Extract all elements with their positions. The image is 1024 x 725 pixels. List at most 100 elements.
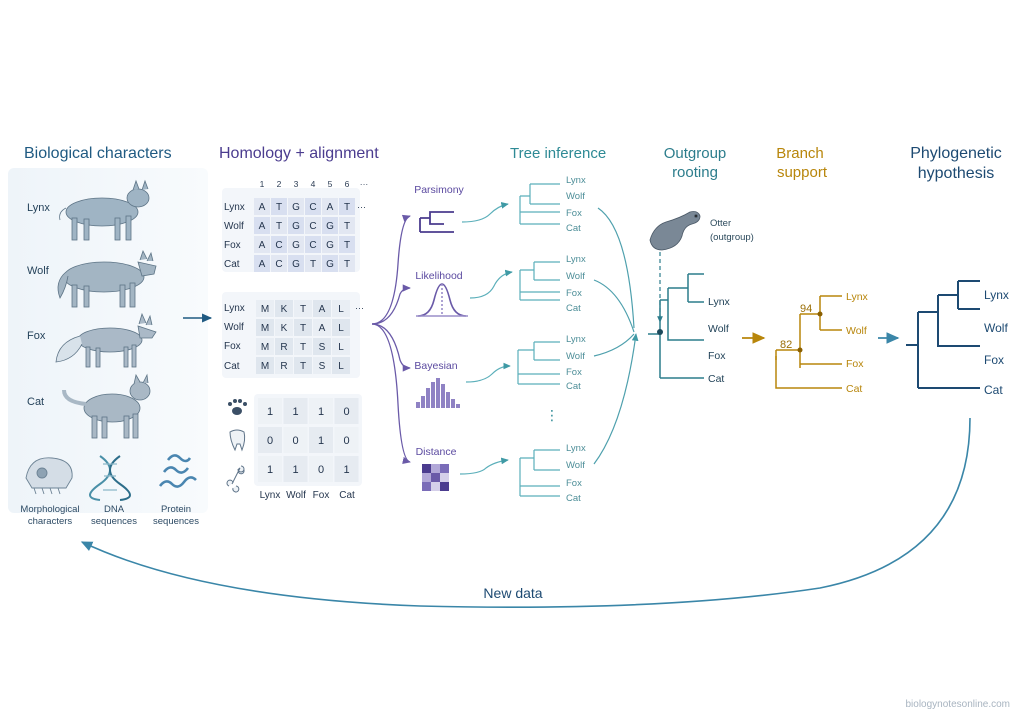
matrix-cell-bg	[309, 456, 333, 482]
support-value-upper: 94	[800, 303, 812, 315]
feedback-label: New data	[483, 585, 542, 601]
candidate-tree-tip-label: Wolf	[566, 271, 585, 282]
dna-cell-bg	[288, 217, 304, 234]
position-number: 1	[260, 179, 265, 189]
dna-base: C	[309, 202, 316, 213]
data-type-protein-line2: sequences	[153, 516, 199, 527]
support-tip-fox: Fox	[846, 358, 864, 370]
dna-cell-bg	[271, 236, 287, 253]
rooted-tip-cat: Cat	[708, 373, 724, 385]
tooth-icon	[229, 429, 246, 452]
outgroup-label: (outgroup)	[710, 232, 754, 243]
parsimony-tree-icon	[419, 211, 454, 233]
stage-title-branch-support-line2: support	[777, 164, 828, 181]
likelihood-curve-icon	[416, 283, 468, 317]
matrix-value: 1	[318, 406, 324, 418]
matrix-value: 1	[292, 406, 298, 418]
wolf-illustration-icon	[57, 249, 157, 308]
residue-cell-bg	[313, 319, 331, 336]
matrix-value: 0	[318, 464, 324, 476]
stage-title-outgroup-rooting-line2: rooting	[672, 164, 718, 181]
candidate-tree-tip-label: Lynx	[566, 443, 586, 454]
more-trees-ellipsis: ⋮	[545, 407, 559, 423]
candidate-tree-tip-label: Fox	[566, 208, 582, 219]
matrix-col-label-wolf: Wolf	[286, 490, 306, 501]
stage-title-branch-support-line1: Branch	[776, 145, 824, 162]
rooted-tip-fox: Fox	[708, 350, 726, 362]
residue-cell-bg	[294, 357, 312, 374]
data-type-morphological-line2: characters	[28, 516, 73, 527]
matrix-cell-bg	[258, 456, 282, 482]
dna-base: A	[327, 202, 334, 213]
residue-cell-bg	[332, 319, 350, 336]
matrix-cell-bg	[258, 398, 282, 424]
method-label-bayesian: Bayesian	[414, 360, 457, 372]
dna-cell-bg	[271, 255, 287, 272]
bone-icon	[226, 465, 245, 493]
matrix-value: 0	[343, 406, 349, 418]
data-type-protein-line1: Protein	[161, 504, 191, 515]
stage-title-phylogenetic-hypothesis-line2: hypothesis	[918, 165, 995, 182]
dna-base: G	[326, 259, 334, 270]
dna-cell-bg	[322, 255, 338, 272]
matrix-value: 1	[292, 464, 298, 476]
matrix-value: 0	[343, 435, 349, 447]
candidate-tree-tip-label: Fox	[566, 367, 582, 378]
amino-acid: R	[280, 361, 287, 372]
amino-acid: S	[319, 361, 326, 372]
residue-cell-bg	[294, 300, 312, 317]
data-type-morphological-line1: Morphological	[20, 504, 79, 515]
dna-base: C	[309, 221, 316, 232]
candidate-tree-tip-label: Cat	[566, 493, 581, 504]
matrix-value: 1	[343, 464, 349, 476]
position-number: 5	[328, 179, 333, 189]
method-label-distance: Distance	[416, 446, 457, 458]
matrix-cell-bg	[334, 398, 359, 424]
dna-helix-icon	[89, 455, 131, 501]
final-tip-cat: Cat	[984, 383, 1003, 397]
final-phylogeny-tree	[906, 280, 980, 389]
rooted-tree	[648, 273, 704, 379]
amino-acid: K	[281, 304, 288, 315]
dna-base: C	[275, 240, 282, 251]
dna-cell-bg	[339, 255, 355, 272]
dna-row-label-wolf: Wolf	[224, 221, 244, 232]
dna-cell-bg	[254, 217, 270, 234]
candidate-tree-tip-label: Fox	[566, 288, 582, 299]
residue-cell-bg	[275, 338, 293, 355]
residue-cell-bg	[256, 357, 274, 374]
dna-cell-bg	[339, 198, 355, 215]
dna-base: A	[259, 259, 266, 270]
dna-base: G	[292, 202, 300, 213]
root-node-marker	[657, 329, 663, 335]
animal-label-fox: Fox	[27, 330, 46, 342]
residue-cell-bg	[275, 357, 293, 374]
dna-cell-bg	[288, 236, 304, 253]
candidate-trees: LynxWolfFoxCatLynxWolfFoxCatLynxWolfFoxC…	[517, 175, 586, 504]
matrix-value: 0	[292, 435, 298, 447]
support-node-82	[797, 347, 803, 353]
dna-cell-bg	[288, 255, 304, 272]
amino-acid: M	[261, 342, 269, 353]
matrix-col-label-lynx: Lynx	[260, 490, 281, 501]
protein-row-label-lynx: Lynx	[224, 303, 245, 314]
animal-label-wolf: Wolf	[27, 265, 50, 277]
cat-illustration-icon	[62, 373, 151, 439]
position-number: 3	[294, 179, 299, 189]
dna-base: A	[259, 240, 266, 251]
dna-base: T	[344, 221, 350, 232]
protein-row-label-wolf: Wolf	[224, 322, 244, 333]
final-tip-fox: Fox	[984, 353, 1004, 367]
dna-base: G	[326, 221, 334, 232]
alignment-to-methods-connectors	[371, 214, 411, 464]
matrix-cell-bg	[283, 456, 308, 482]
method-label-likelihood: Likelihood	[415, 270, 462, 282]
support-tip-wolf: Wolf	[846, 325, 867, 337]
matrix-value: 1	[267, 406, 273, 418]
data-type-dna-line1: DNA	[104, 504, 125, 515]
dna-cell-bg	[322, 217, 338, 234]
skull-icon	[25, 457, 73, 495]
